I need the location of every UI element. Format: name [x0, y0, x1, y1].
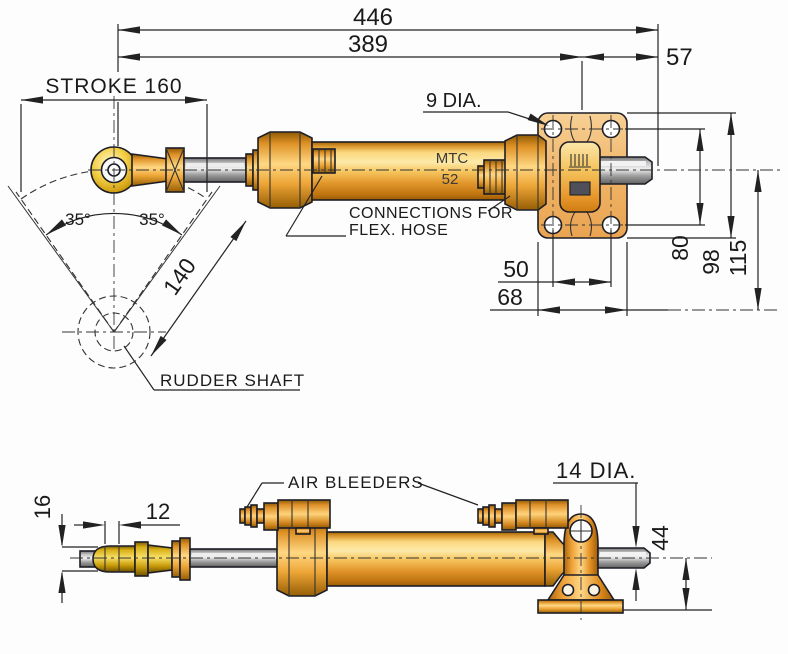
dim-shaft-dia: 14 DIA. — [556, 458, 636, 483]
rod-highlight — [192, 553, 325, 557]
dim-bracket-height: 98 — [698, 249, 724, 275]
cylinder-gland — [504, 134, 547, 211]
clamp-spring-line — [586, 211, 592, 237]
dim-swing-right: 35° — [139, 210, 165, 229]
centerlines — [62, 96, 780, 620]
dim-length-to-bracket: 389 — [348, 31, 388, 58]
hose-connection-left — [312, 148, 336, 174]
bracket-base — [537, 599, 624, 614]
shaft-highlight — [600, 161, 646, 166]
labels: 446 389 57 STROKE 160 9 DIA. MTC 52 CONN… — [30, 4, 751, 551]
shaft-highlight — [600, 552, 646, 556]
clamp-spring-line — [570, 211, 576, 237]
rod-ring — [179, 537, 191, 581]
clamp-block-comb — [569, 154, 591, 168]
clamp-block-key — [569, 181, 591, 196]
air-bleeder-right — [477, 499, 569, 535]
clamp-spring-line — [570, 115, 576, 143]
dim-tiller-arm-radius: 140 — [158, 253, 201, 299]
bracket-leg-hole — [561, 583, 575, 597]
swing-line-right — [113, 191, 213, 333]
model-name: MTC — [436, 150, 469, 167]
fan-edge-right — [113, 185, 221, 333]
dim-clevis-end: 16 — [30, 495, 55, 519]
dim-mount-hole-dia: 9 DIA. — [426, 90, 482, 112]
rod-highlight — [186, 163, 244, 167]
dim-bracket-width: 68 — [497, 284, 523, 310]
clevis-end — [92, 545, 136, 573]
dim-axis-to-base: 44 — [647, 525, 673, 551]
rudder-shaft-label: RUDDER SHAFT — [160, 371, 305, 390]
fan-edge-left — [7, 185, 115, 333]
swing-line-left — [15, 191, 115, 333]
dim-hole-spacing-horizontal: 50 — [503, 256, 529, 282]
model-number: 52 — [442, 171, 459, 188]
air-bleeder-left — [239, 499, 331, 535]
air-bleeders-label: AIR BLEEDERS — [288, 473, 424, 492]
dim-overall-length: 446 — [353, 4, 393, 31]
dimension-lines — [20, 24, 780, 611]
connections-label-line1: CONNECTIONS FOR — [349, 205, 513, 222]
collar-cross — [165, 147, 185, 193]
cylinder-tube-side — [326, 531, 546, 587]
bracket-leg-hole — [587, 583, 601, 597]
dim-clevis-slot: 12 — [146, 499, 170, 524]
dim-stroke: STROKE 160 — [45, 75, 182, 98]
dim-bracket-to-rod-end: 57 — [666, 44, 693, 71]
clevis-collar — [134, 541, 149, 577]
dim-swing-left: 35° — [65, 210, 91, 229]
dim-overall-height: 115 — [725, 240, 751, 277]
rod-ring — [171, 540, 181, 578]
clamp-spring-line — [586, 115, 592, 143]
connections-label-line2: FLEX. HOSE — [349, 222, 448, 239]
clamp-block — [559, 141, 601, 213]
clevis-shank — [147, 544, 173, 574]
dim-hole-spacing-vertical: 80 — [667, 235, 693, 261]
